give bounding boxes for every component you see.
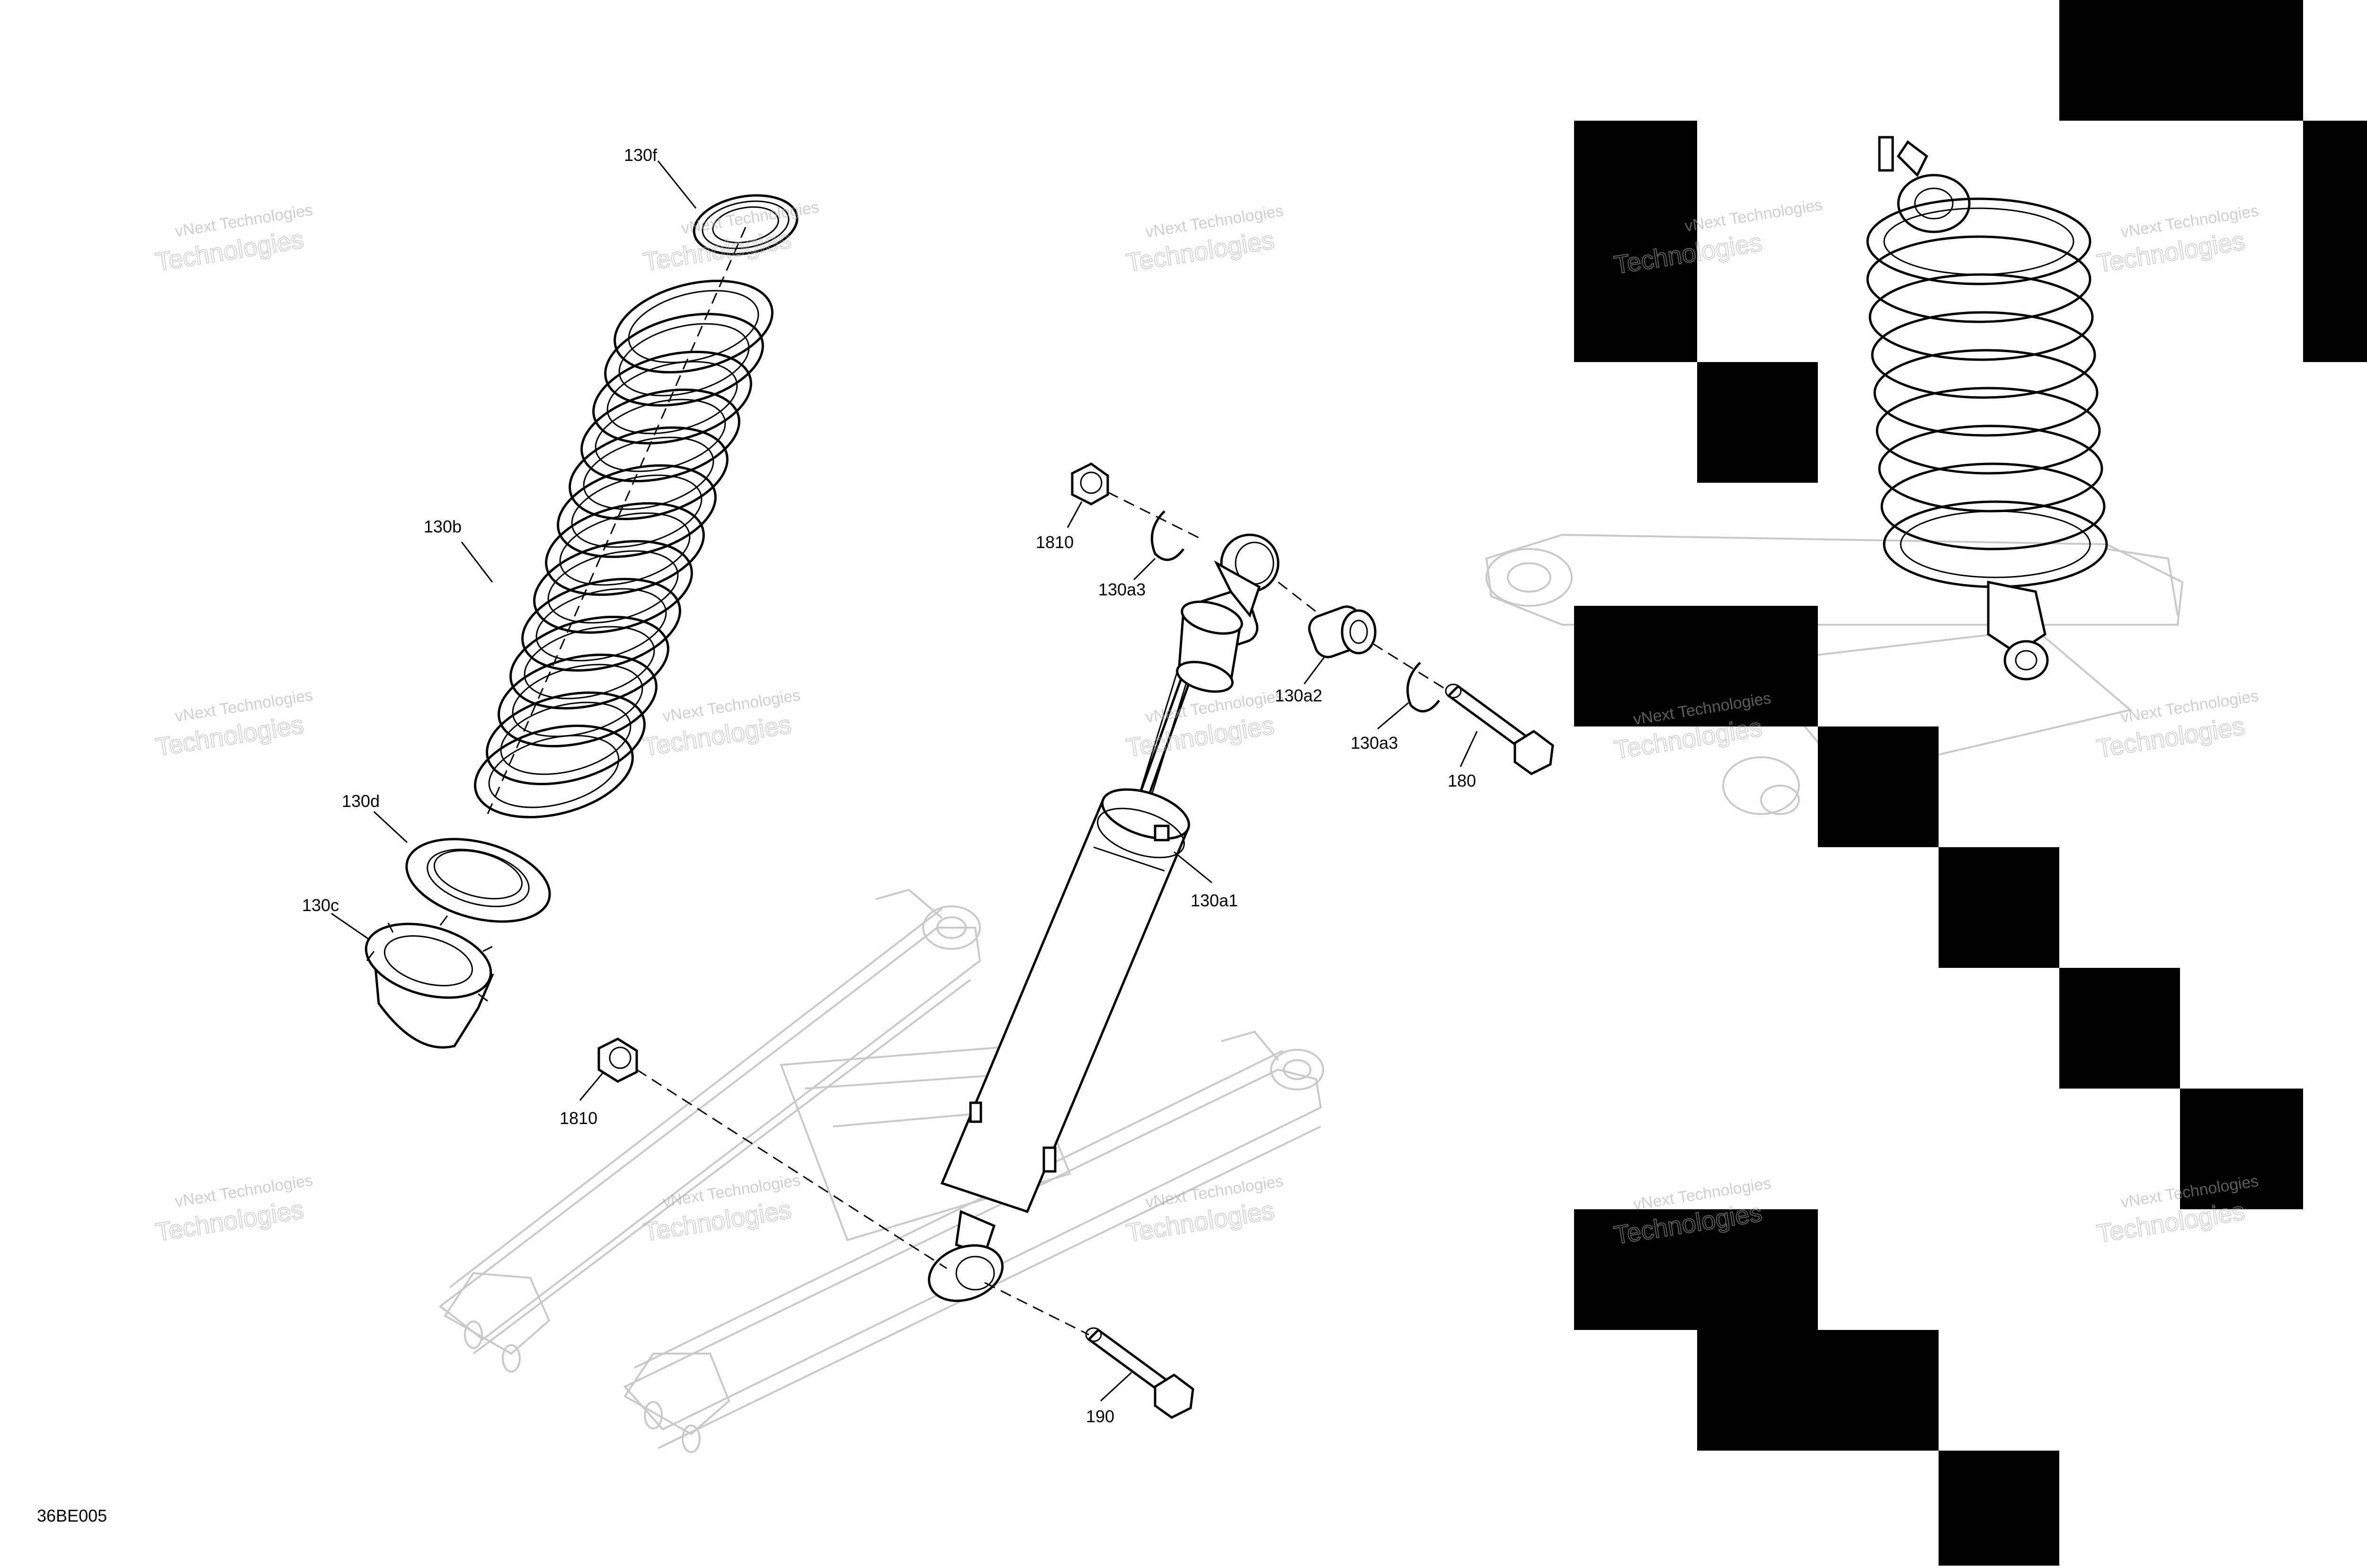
watermark-7: vNext Technologies Technologies bbox=[641, 686, 802, 762]
callout-130a3-upper: 130a3 bbox=[1098, 580, 1146, 599]
callout-130a3-lower: 130a3 bbox=[1351, 733, 1398, 753]
bushing bbox=[1308, 605, 1377, 658]
callout-130d: 130d bbox=[342, 791, 380, 811]
redaction-blocks bbox=[1574, 0, 2367, 1566]
callout-130a1: 130a1 bbox=[1191, 891, 1238, 910]
watermark-15: vNext Technologies Technologies bbox=[2094, 1172, 2260, 1249]
callout-130a2: 130a2 bbox=[1275, 686, 1322, 705]
watermark-12: vNext Technologies Technologies bbox=[641, 1171, 802, 1248]
spring-seat-upper bbox=[693, 194, 799, 256]
callout-1810-upper: 1810 bbox=[1036, 532, 1074, 552]
assembled-shock bbox=[1866, 136, 2108, 681]
watermark-3: vNext Technologies Technologies bbox=[1124, 202, 1285, 278]
watermark-5: vNext Technologies Technologies bbox=[2094, 202, 2260, 278]
callout-130f: 130f bbox=[624, 145, 658, 165]
watermark-6: vNext Technologies Technologies bbox=[153, 686, 314, 762]
svg-text:Technologies: Technologies bbox=[2095, 1197, 2247, 1249]
watermark-8: vNext Technologies Technologies bbox=[1124, 687, 1285, 763]
leader-lines bbox=[331, 160, 1478, 1402]
watermark-11: vNext Technologies Technologies bbox=[153, 1171, 314, 1248]
callout-130b: 130b bbox=[424, 517, 462, 536]
watermark-1: vNext Technologies Technologies bbox=[153, 201, 314, 277]
assembly-lines bbox=[636, 491, 1449, 1336]
swing-arm-ghost bbox=[438, 888, 1324, 1453]
nut-upper bbox=[1071, 462, 1109, 505]
svg-text:Technologies: Technologies bbox=[2095, 712, 2247, 763]
figure-code: 36BE005 bbox=[37, 1506, 107, 1525]
coil-spring bbox=[474, 227, 774, 819]
callout-130c: 130c bbox=[302, 895, 339, 915]
svg-text:Technologies: Technologies bbox=[2095, 227, 2247, 278]
bolt-upper bbox=[1445, 683, 1554, 775]
circlip-lower bbox=[1406, 662, 1440, 713]
bolt-lower bbox=[1085, 1327, 1194, 1419]
circlip-upper bbox=[1150, 510, 1184, 561]
callout-labels: 130f 130b 130d 130c 1810 130a3 130a2 130… bbox=[302, 145, 1476, 1426]
callout-1810-lower: 1810 bbox=[560, 1108, 597, 1128]
assembled-view-ghost-arm bbox=[1485, 533, 2184, 815]
callout-180: 180 bbox=[1448, 771, 1476, 790]
shock-absorber bbox=[928, 533, 1280, 1302]
adjuster-collar bbox=[365, 915, 494, 1049]
shock-upper-cap bbox=[1176, 600, 1243, 693]
callout-190: 190 bbox=[1086, 1407, 1114, 1426]
nut-lower bbox=[597, 1037, 638, 1083]
spring-seat-lower bbox=[405, 838, 551, 923]
